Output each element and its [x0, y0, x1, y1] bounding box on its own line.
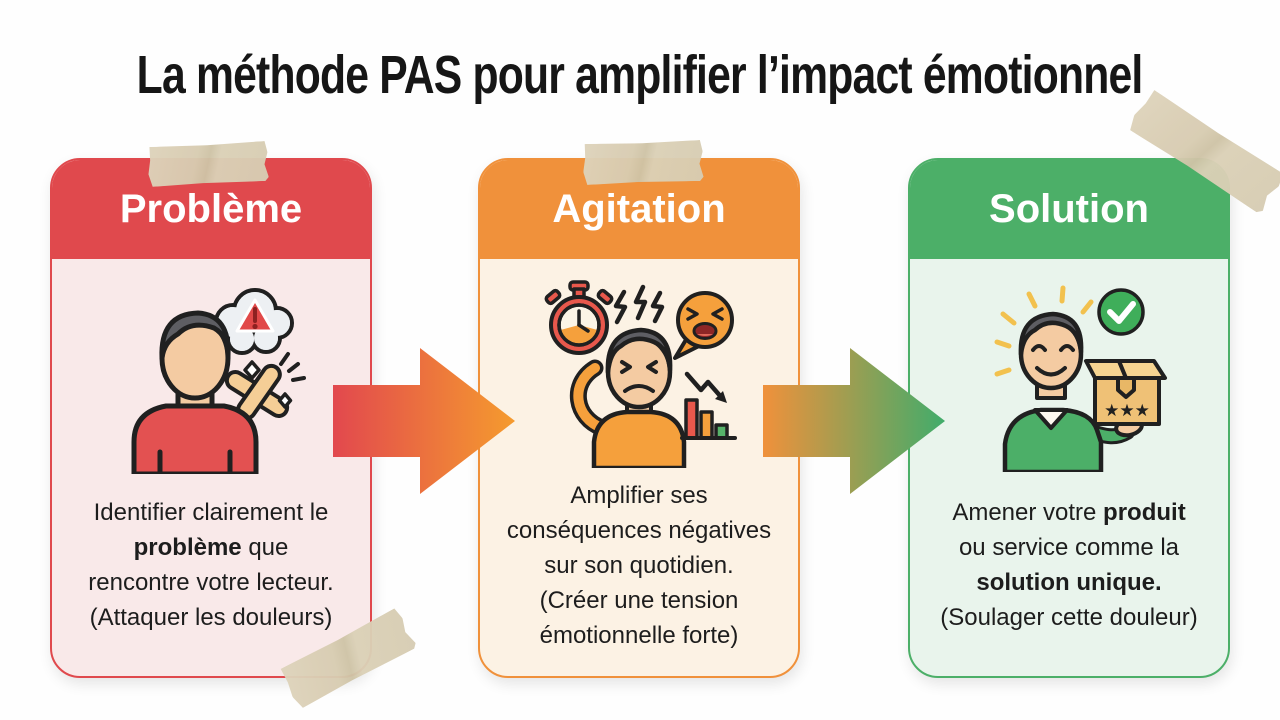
card-agitation-text: Amplifier ses conséquences négatives sur s…: [486, 468, 792, 662]
tape-decoration: [582, 140, 703, 185]
text-line: problème que: [133, 534, 289, 561]
page-title-text: La méthode PAS pour amplifier l’impact é…: [137, 45, 1144, 105]
text-line: conséquences négatives: [506, 516, 772, 544]
happy-person-product-box-icon: ★★★: [910, 276, 1228, 472]
card-agitation-title: Agitation: [552, 186, 726, 231]
tape-decoration: [147, 141, 269, 187]
text-line: rencontre votre lecteur.: [88, 569, 334, 596]
text-line: (Soulager cette douleur): [940, 604, 1198, 631]
text-line: Amplifier ses: [570, 481, 708, 509]
text-line: ou service comme la: [958, 534, 1180, 561]
agitation-illustration: [544, 280, 737, 468]
arrow-probleme-to-agitation: [333, 348, 515, 494]
text-line: (Créer une tension: [539, 586, 739, 614]
arrow-agitation-to-solution: [763, 348, 945, 494]
problem-illustration: [131, 288, 306, 474]
card-solution: Solution: [908, 158, 1230, 678]
card-agitation: Agitation: [478, 158, 800, 678]
text-line: solution unique.: [976, 569, 1162, 596]
text-line: sur son quotidien.: [544, 551, 734, 579]
card-solution-text: Amener votre produit ou service comme la s…: [916, 468, 1222, 662]
card-probleme-title: Problème: [119, 186, 303, 231]
page-title: La méthode PAS pour amplifier l’impact é…: [0, 44, 1280, 106]
card-solution-title: Solution: [989, 186, 1149, 231]
text-line: émotionnelle forte): [539, 621, 739, 649]
solution-illustration: ★★★: [994, 285, 1167, 472]
box-stars-icon: ★★★: [1104, 401, 1150, 421]
text-line: Identifier clairement le: [93, 499, 329, 526]
text-line: (Attaquer les douleurs): [89, 604, 333, 631]
card-probleme: Problème: [50, 158, 372, 678]
worried-person-warning-thought-icon: [52, 276, 370, 474]
card-solution-header: Solution: [910, 160, 1228, 259]
sun-rays-icon: [994, 285, 1094, 377]
stressed-person-stopwatch-chart-icon: [480, 276, 798, 468]
card-probleme-text: Identifier clairement le problème que renc…: [58, 468, 364, 662]
text-line: Amener votre produit: [952, 499, 1186, 526]
